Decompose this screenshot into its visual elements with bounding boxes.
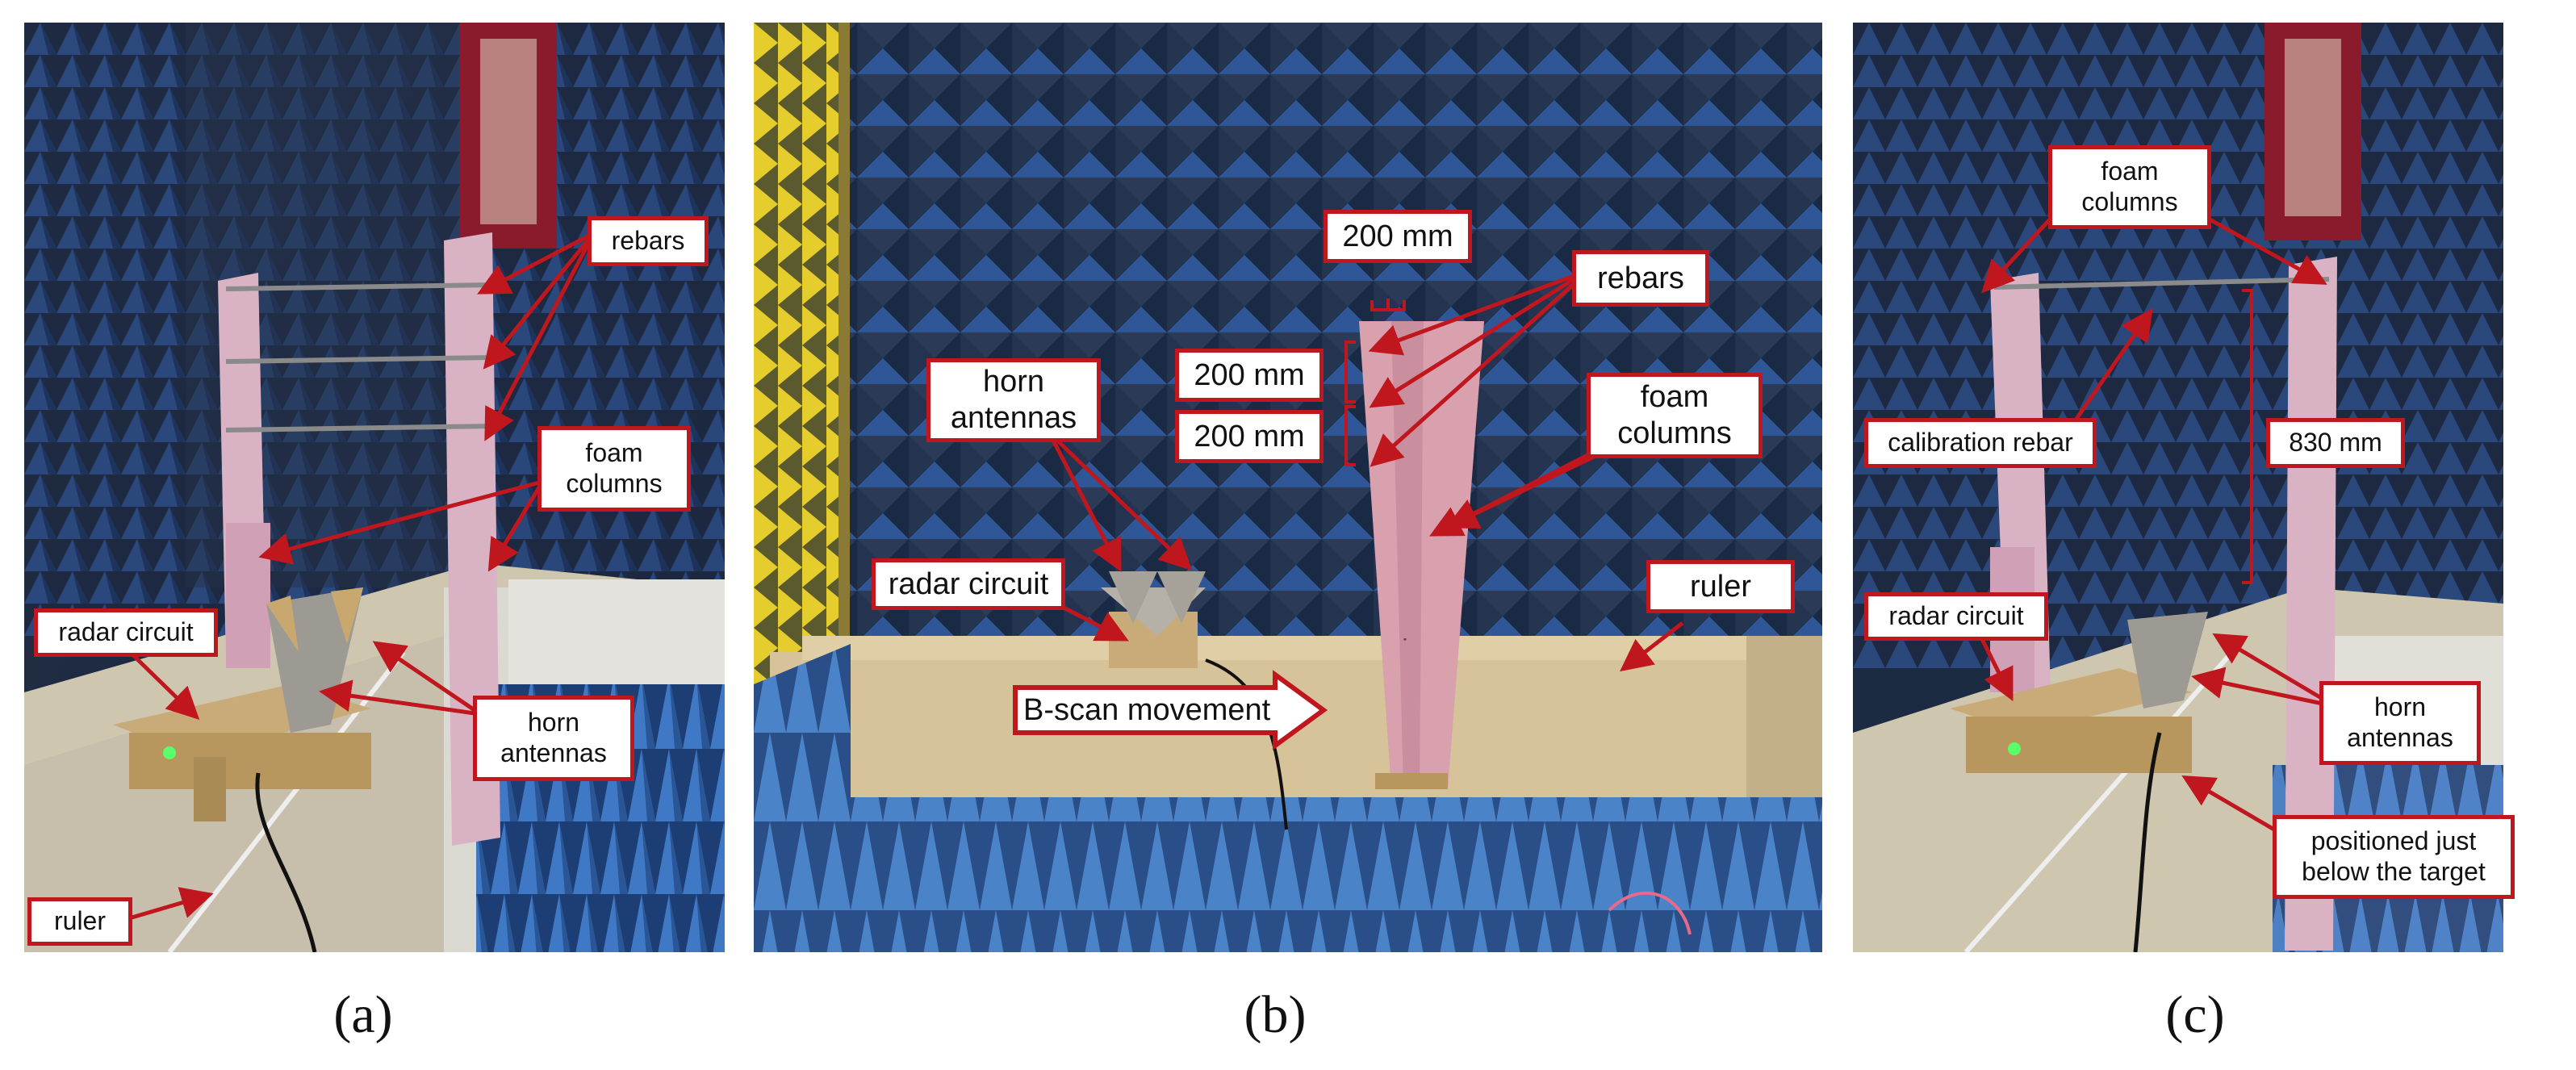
label-c-foam-line1: foam <box>2101 157 2159 186</box>
label-c-horn-antennas: horn antennas <box>2319 681 2481 765</box>
label-c-horn-line2: antennas <box>2347 723 2453 752</box>
label-a-horn-line2: antennas <box>500 738 607 767</box>
label-c-radar-circuit: radar circuit <box>1864 592 2048 641</box>
caption-b: (b) <box>1244 985 1307 1044</box>
label-b-foam-columns: foam columns <box>1587 373 1763 458</box>
label-b-ruler: ruler <box>1646 560 1795 613</box>
label-a-foam-columns: foam columns <box>537 426 691 512</box>
label-b-horn-line2: antennas <box>950 401 1077 435</box>
label-b-foam-line2: columns <box>1617 416 1732 450</box>
label-b-rebars: rebars <box>1572 250 1709 307</box>
caption-a: (a) <box>333 985 393 1044</box>
label-c-pos-line1: positioned just <box>2310 826 2477 856</box>
label-b-horn-line1: horn <box>982 365 1045 399</box>
label-b-radar-circuit: radar circuit <box>872 558 1065 610</box>
label-c-positioned-below: positioned just below the target <box>2273 815 2515 899</box>
label-c-calibration-rebar: calibration rebar <box>1864 418 2097 468</box>
label-b-foam-line1: foam <box>1640 380 1709 415</box>
label-b-dim-mid: 200 mm <box>1175 349 1324 402</box>
label-a-horn-line1: horn <box>527 708 580 738</box>
label-a-rebars: rebars <box>588 216 709 266</box>
label-b-bscan-movement: B-scan movement <box>1023 692 1271 727</box>
label-a-foam-line2: columns <box>566 469 663 498</box>
label-c-foam-columns: foam columns <box>2048 145 2211 229</box>
label-a-foam-line1: foam <box>585 438 643 468</box>
label-b-horn-antennas: horn antennas <box>926 358 1101 442</box>
svg-text:·: · <box>1395 636 1419 643</box>
label-b-dim-top: 200 mm <box>1324 210 1472 263</box>
label-c-pos-line2: below the target <box>2302 857 2486 886</box>
caption-c: (c) <box>2165 985 2225 1044</box>
label-c-horn-line1: horn <box>2373 692 2427 722</box>
label-a-ruler: ruler <box>27 897 132 946</box>
panel-c-photo <box>1853 23 2503 952</box>
label-a-horn-antennas: horn antennas <box>473 696 634 781</box>
label-c-foam-line2: columns <box>2081 187 2178 216</box>
panel-b-photo: · <box>754 23 1822 952</box>
label-b-dim-low: 200 mm <box>1175 410 1324 463</box>
label-a-radar-circuit: radar circuit <box>34 608 218 657</box>
label-c-dim-830: 830 mm <box>2266 418 2405 468</box>
